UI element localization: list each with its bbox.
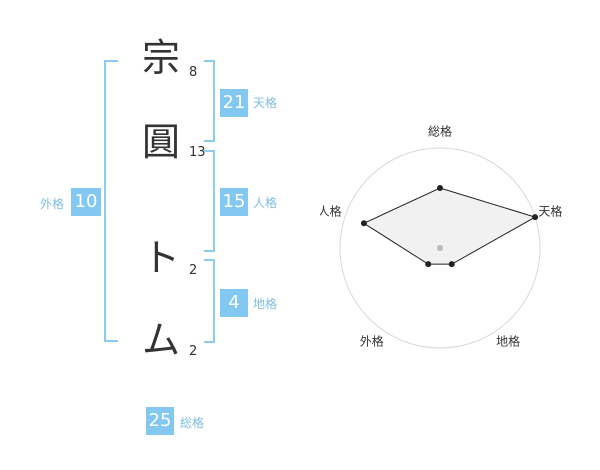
radar-axis-label-1: 総格 [428,124,452,139]
radar-point-3 [448,261,455,268]
name-char-2: 圓 [141,120,180,164]
radar-axis-label-4: 外格 [360,333,384,348]
radar-point-4 [425,261,432,268]
stroke-count-3: 2 [189,263,198,278]
soukaku-label: 総格 [180,416,205,430]
gaikaku-label: 外格 [40,197,65,211]
radar-axis-label-5: 人格 [320,204,342,219]
jinkaku-bracket [204,150,215,252]
gaikaku-bracket [104,60,118,342]
stroke-count-4: 2 [189,344,198,359]
radar-axis-label-3: 地格 [496,333,520,348]
radar-axis-label-2: 天格 [538,204,562,219]
name-char-1: 宗 [141,36,180,80]
stroke-count-1: 8 [189,65,198,80]
tenkaku-label: 天格 [253,96,278,110]
tenkaku-value: 21 [220,89,248,117]
jinkaku-value: 15 [220,188,248,216]
tenkaku-bracket [204,60,215,142]
radar-area [362,187,537,265]
chikaku-value: 4 [220,289,248,317]
name-char-3: ト [141,236,180,280]
radar-point-1 [437,185,443,191]
radar-point-2 [532,214,539,221]
radar-center-dot [437,245,443,251]
chikaku-bracket [204,259,215,343]
radar-point-5 [360,220,367,227]
jinkaku-label: 人格 [253,196,278,210]
name-char-4: ム [141,318,180,362]
gaikaku-value: 10 [71,188,101,216]
soukaku-value: 25 [146,407,174,435]
stroke-count-2: 13 [189,145,206,160]
chikaku-label: 地格 [253,297,278,311]
